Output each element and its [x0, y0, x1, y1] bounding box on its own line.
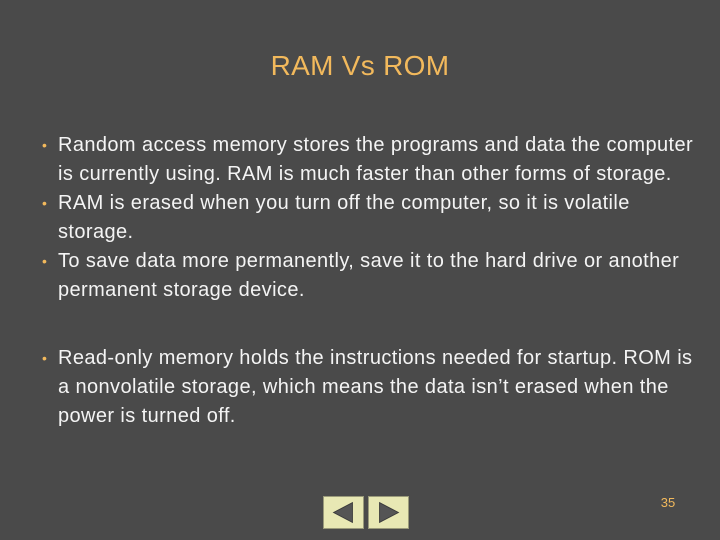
triangle-left-icon	[332, 501, 353, 524]
bullet-text: To save data more permanently, save it t…	[58, 250, 680, 301]
slide-title: RAM Vs ROM	[270, 50, 450, 81]
bullet-icon: •	[42, 253, 48, 269]
bullet-item: • RAM is erased when you turn off the co…	[36, 189, 696, 247]
bullet-item: • To save data more permanently, save it…	[36, 247, 696, 305]
bullet-text: Random access memory stores the programs…	[58, 134, 694, 185]
bullet-text: Read-only memory holds the instructions …	[58, 347, 693, 427]
next-slide-button[interactable]	[368, 496, 409, 529]
previous-slide-button[interactable]	[323, 496, 364, 529]
bullet-icon: •	[42, 137, 48, 153]
bullet-text: RAM is erased when you turn off the comp…	[58, 192, 630, 243]
bullet-item: • Read-only memory holds the instruction…	[36, 344, 696, 431]
bullet-icon: •	[42, 350, 48, 366]
bullet-icon: •	[42, 195, 48, 211]
page-number: 35	[660, 495, 676, 510]
bullet-list: • Random access memory stores the progra…	[36, 131, 696, 431]
triangle-right-icon	[379, 501, 400, 524]
bullet-item: • Random access memory stores the progra…	[36, 131, 696, 189]
